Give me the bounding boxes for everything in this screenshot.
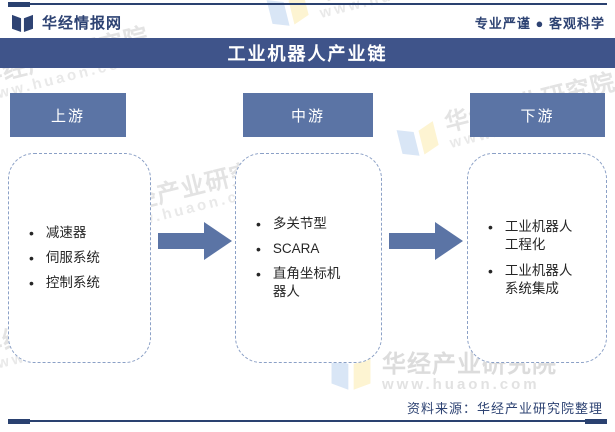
chart-title-bar: 工业机器人产业链 [0,38,615,68]
list-item: 减速器 [27,224,138,242]
list-item: 直角坐标机器人 [254,265,369,301]
midstream-item-list: 多关节型 SCARA 直角坐标机器人 [254,215,369,302]
list-item-label: 直角坐标机器人 [272,266,341,300]
right-arrow-icon [158,222,232,260]
page-header: 华经情报网 专业严谨 ● 客观科学 [10,8,605,36]
stage-header-upstream: 上游 [10,93,126,137]
brand-tagline: 专业严谨 ● 客观科学 [474,15,605,31]
list-item-label: 伺服系统 [45,249,100,265]
list-item-label: 控制系统 [45,275,100,291]
list-item-label: 多关节型 [272,215,327,231]
open-book-logo-icon [12,14,33,32]
stage-box-upstream: 减速器 伺服系统 控制系统 [8,153,151,363]
list-item: 工业机器人系统集成 [486,262,594,298]
right-arrow-icon [389,222,463,260]
line-end-cap [8,1,30,7]
arrow-head [435,222,463,260]
line-end-cap [585,418,607,424]
upstream-item-list: 减速器 伺服系统 控制系统 [27,224,138,293]
watermark-url: www.huaon.com [382,376,540,394]
list-item-label: 工业机器人工程化 [504,219,573,253]
data-source-note: 资料来源：华经产业研究院整理 [406,400,603,416]
list-item: 工业机器人工程化 [486,218,594,254]
list-item: 伺服系统 [27,249,138,267]
stage-header-downstream: 下游 [470,93,605,137]
line-end-cap [8,418,30,424]
list-item: SCARA [254,240,369,258]
brand-name: 华经情报网 [42,14,123,32]
arrow-shaft [389,233,436,249]
open-book-watermark-icon [396,121,439,157]
arrow-shaft [158,233,205,249]
stage-box-midstream: 多关节型 SCARA 直角坐标机器人 [235,153,382,363]
list-item-label: SCARA [272,240,320,256]
list-item: 多关节型 [254,215,369,233]
stage-header-midstream: 中游 [243,93,373,137]
list-item: 控制系统 [27,274,138,292]
list-item-label: 工业机器人系统集成 [504,262,573,296]
arrow-head [204,222,232,260]
bottom-divider-line [8,418,607,424]
top-divider-line [8,1,607,7]
list-item-label: 减速器 [45,224,87,240]
stage-box-downstream: 工业机器人工程化 工业机器人系统集成 [467,153,607,363]
downstream-item-list: 工业机器人工程化 工业机器人系统集成 [486,218,594,298]
brand: 华经情报网 [10,12,122,33]
